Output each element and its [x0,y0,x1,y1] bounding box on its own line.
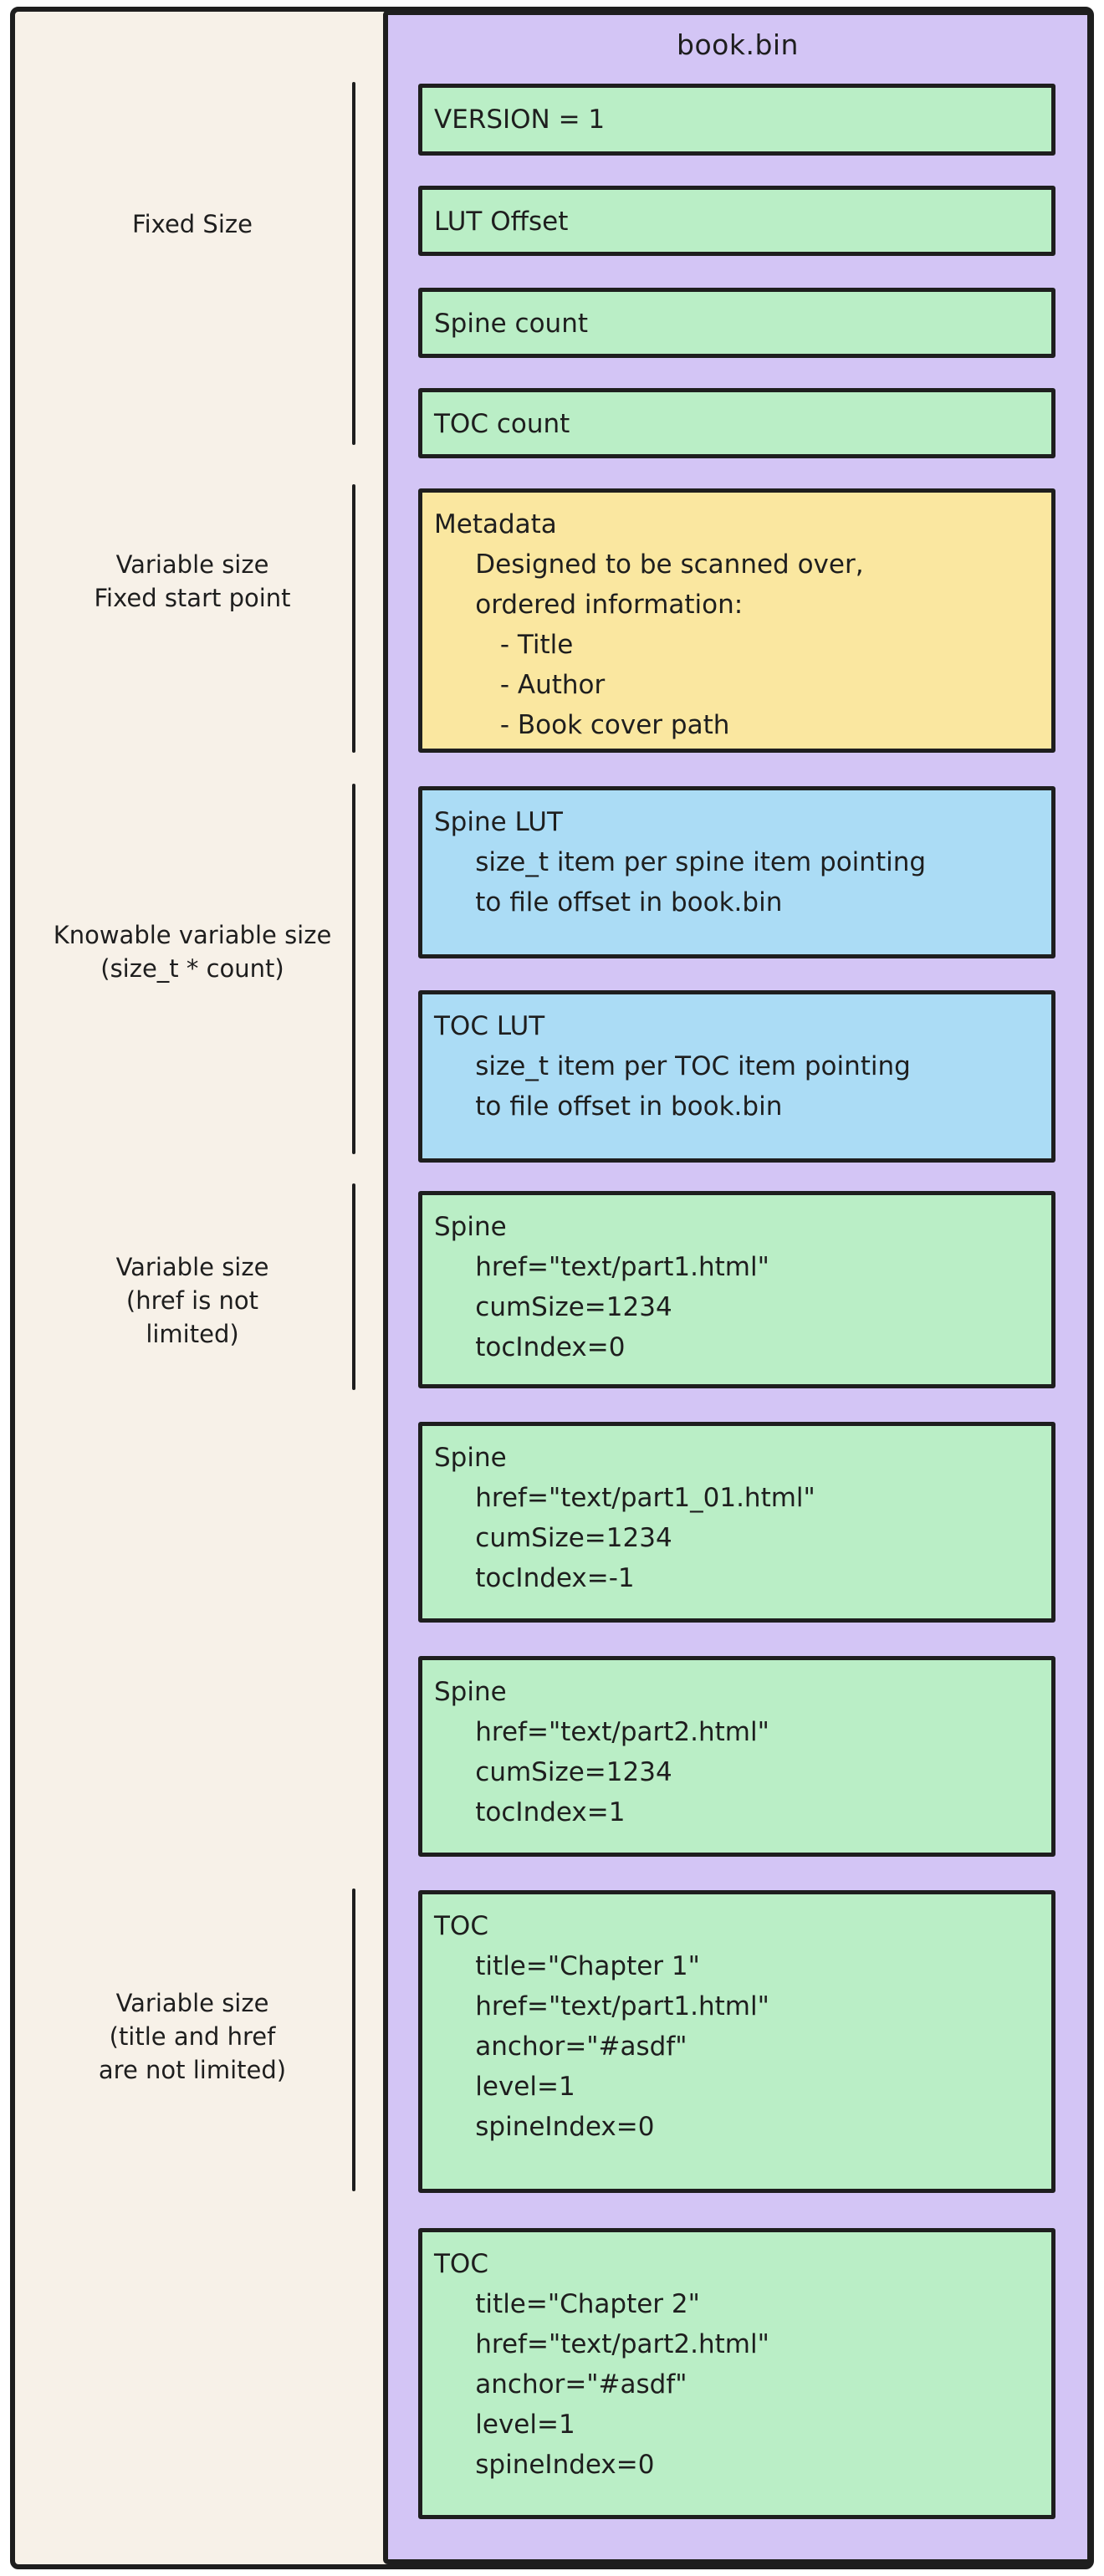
box-spine-2-text: Spine href="text/part1_01.html" cumSize=… [434,1443,815,1593]
box-spine-lut: Spine LUT size_t item per spine item poi… [418,786,1055,958]
box-spine-count-text: Spine count [434,309,589,339]
label-fixed-size: Fixed Size [132,210,253,238]
box-toc-lut: TOC LUT size_t item per TOC item pointin… [418,990,1055,1163]
box-toc-2: TOC title="Chapter 2" href="text/part2.h… [418,2228,1055,2519]
box-toc-2-text: TOC title="Chapter 2" href="text/part2.h… [434,2249,769,2480]
file-title: book.bin [677,28,799,61]
box-toc-count-text: TOC count [434,409,570,439]
box-spine-2: Spine href="text/part1_01.html" cumSize=… [418,1422,1055,1623]
box-spine-1: Spine href="text/part1.html" cumSize=123… [418,1191,1055,1388]
box-spine-count: Spine count [418,288,1055,358]
box-spine-1-text: Spine href="text/part1.html" cumSize=123… [434,1212,769,1362]
bracket-variable-size-title-href [352,1889,355,2191]
label-variable-size-title-href: Variable size (title and href are not li… [98,1989,287,2084]
box-version-text: VERSION = 1 [434,105,606,135]
label-knowable-variable-size: Knowable variable size (size_t * count) [53,921,332,983]
box-spine-3: Spine href="text/part2.html" cumSize=123… [418,1656,1055,1857]
box-toc-1: TOC title="Chapter 1" href="text/part1.h… [418,1890,1055,2193]
bracket-variable-size-href [352,1183,355,1390]
box-spine-3-text: Spine href="text/part2.html" cumSize=123… [434,1677,769,1827]
box-metadata-text: Metadata Designed to be scanned over, or… [434,509,864,740]
box-toc-count: TOC count [418,388,1055,458]
box-spine-lut-text: Spine LUT size_t item per spine item poi… [434,807,927,917]
box-toc-1-text: TOC title="Chapter 1" href="text/part1.h… [434,1911,769,2142]
box-lut-offset: LUT Offset [418,186,1055,256]
bracket-knowable-variable-size [352,784,355,1154]
box-metadata: Metadata Designed to be scanned over, or… [418,488,1055,753]
bracket-fixed-size [352,82,355,445]
box-version: VERSION = 1 [418,84,1055,156]
box-toc-lut-text: TOC LUT size_t item per TOC item pointin… [434,1011,911,1122]
box-lut-offset-text: LUT Offset [434,207,569,237]
label-variable-size-href: Variable size (href is not limited) [115,1253,269,1348]
label-variable-size-fixed-start: Variable size Fixed start point [94,550,291,612]
bracket-variable-size-fixed-start [352,484,355,753]
